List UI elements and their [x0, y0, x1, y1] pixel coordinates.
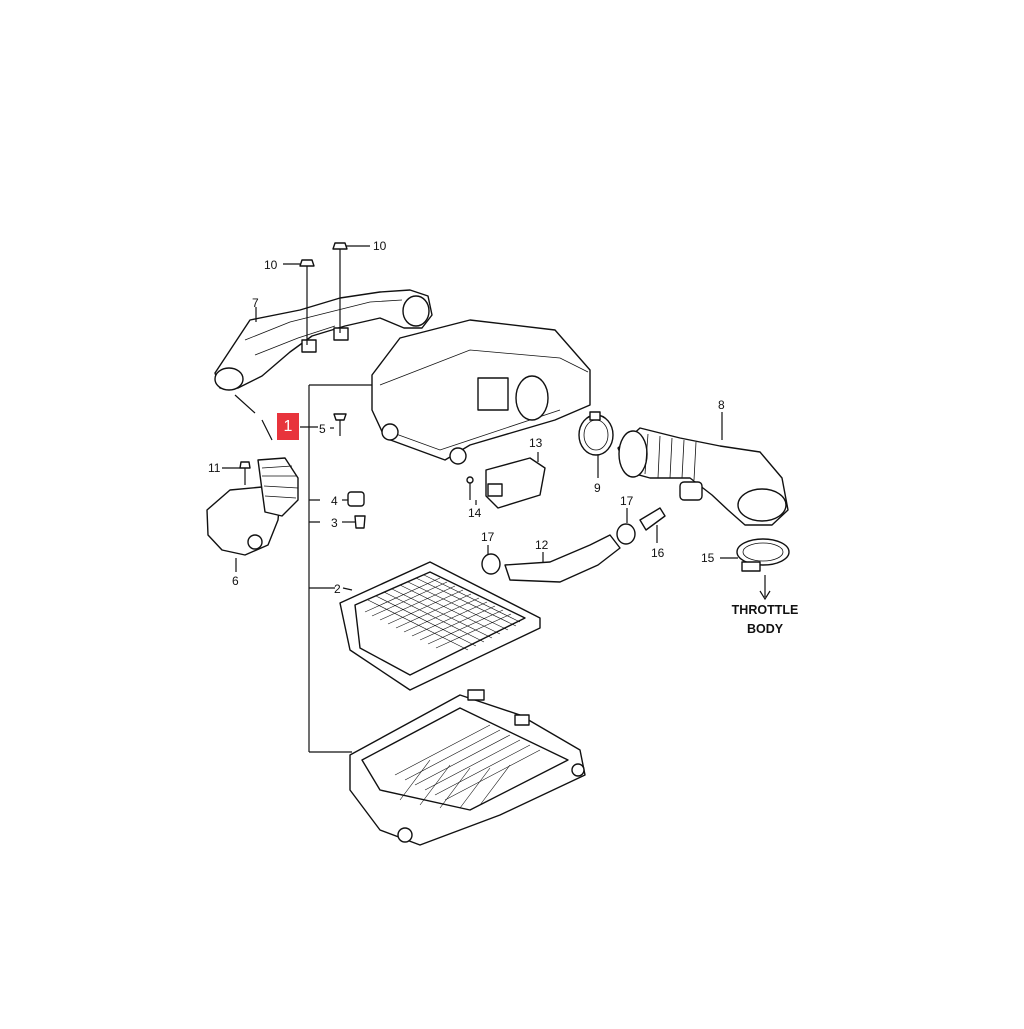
label-10-left: 10: [264, 258, 278, 272]
label-13: 13: [529, 436, 543, 450]
label-15: 15: [701, 551, 715, 565]
label-17-right: 17: [620, 494, 634, 508]
label-9: 9: [594, 481, 601, 495]
label-12: 12: [535, 538, 549, 552]
screw-14: [466, 476, 474, 500]
clamp-17-right: [616, 523, 636, 545]
clamp-17-left: [481, 553, 501, 575]
pin-3: [354, 515, 366, 529]
label-5: 5: [319, 422, 326, 436]
label-17-left: 17: [481, 530, 495, 544]
fitting-16: [639, 507, 666, 531]
filter-pleats: [364, 574, 521, 651]
throttle-body-label: THROTTLE BODY: [732, 603, 799, 636]
label-2: 2: [334, 582, 341, 596]
corrugated-hose-part: [617, 427, 789, 526]
air-filter-element: [339, 561, 541, 691]
label-11: 11: [208, 461, 221, 475]
grommet-4: [347, 491, 365, 507]
destination-line-2: BODY: [747, 622, 784, 636]
lower-housing-part: [349, 689, 586, 846]
label-6: 6: [232, 574, 239, 588]
bolt-5: [333, 413, 347, 436]
clamp-9: [578, 411, 614, 456]
housing-grid: [394, 724, 541, 809]
elbow-duct-part: [206, 457, 299, 556]
label-14: 14: [468, 506, 482, 520]
intake-duct-part: [214, 289, 433, 441]
destination-line-1: THROTTLE: [732, 603, 799, 617]
bolt-10-right: [332, 242, 348, 333]
part-labels: 10 10 7 5 4 3 11 6 2 13 14 9 8 15 16 17 …: [208, 239, 725, 596]
hose-12: [504, 534, 621, 583]
label-7: 7: [252, 296, 259, 310]
clamp-15: [736, 538, 790, 601]
bolt-10-left: [299, 259, 315, 345]
label-4: 4: [331, 494, 338, 508]
upper-housing-part: [371, 319, 591, 465]
bolt-11: [239, 461, 251, 485]
label-8: 8: [718, 398, 725, 412]
label-3: 3: [331, 516, 338, 530]
leader-lines: [222, 245, 738, 591]
assembly-callout-badge[interactable]: 1: [277, 413, 299, 440]
label-16: 16: [651, 546, 665, 560]
assembly-bracket: [300, 384, 372, 753]
sensor-13: [485, 457, 546, 509]
label-10-right: 10: [373, 239, 387, 253]
